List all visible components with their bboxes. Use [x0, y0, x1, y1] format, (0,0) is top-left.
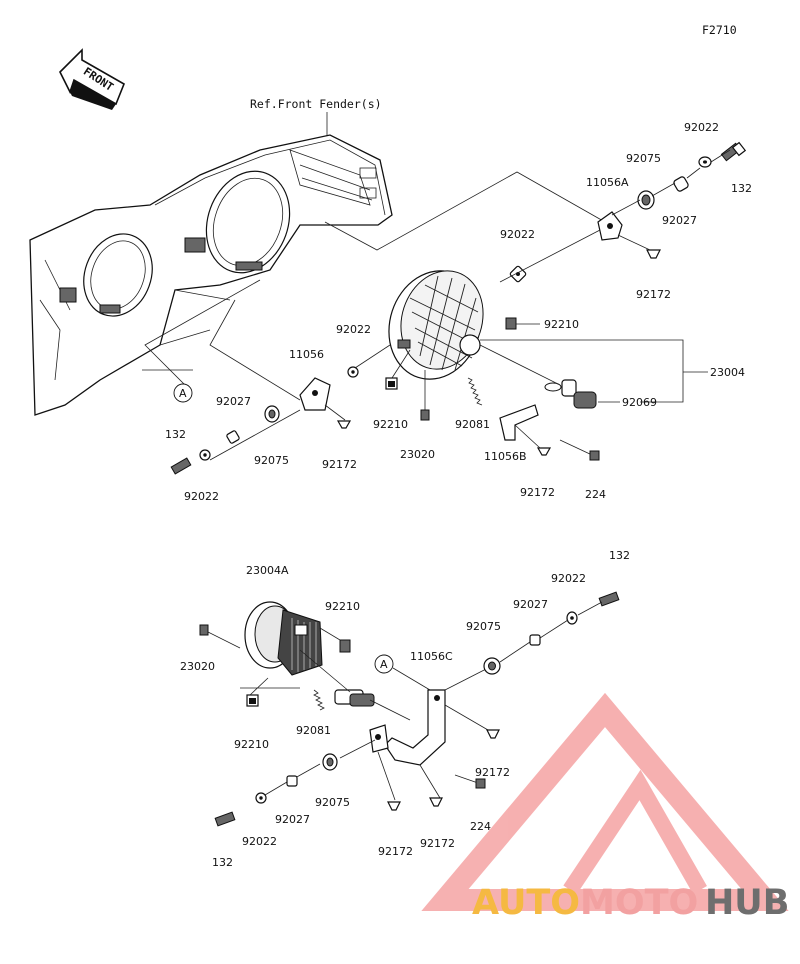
- screw-92172-left-upper: [336, 420, 352, 429]
- screw-92172-upper-right: [646, 249, 661, 259]
- nut-92210-lower-top: [339, 639, 351, 653]
- callout-a-upper-label: A: [179, 387, 187, 400]
- washer-92022-lower-left: [255, 792, 267, 804]
- bolt-224-upper: [559, 439, 600, 461]
- collar-92027-upper-right: [673, 176, 689, 192]
- label-92069: 92069: [622, 396, 657, 409]
- label-92075: 92075: [254, 454, 289, 467]
- adjuster-23020: [420, 409, 430, 421]
- label-132: 132: [165, 428, 186, 441]
- label-23020: 23020: [400, 448, 435, 461]
- label-92172: 92172: [636, 288, 671, 301]
- label-11056B: 11056B: [484, 450, 527, 463]
- label-132: 132: [609, 549, 630, 562]
- callout-a-lower-label: A: [380, 658, 388, 671]
- headlight-bezel-right: [205, 170, 291, 274]
- screw-92172-lower-l: [387, 801, 401, 811]
- bracket-11056B: [499, 404, 539, 441]
- label-92075: 92075: [626, 152, 661, 165]
- automotohub-watermark-logo: [421, 692, 789, 911]
- label-92027: 92027: [662, 214, 697, 227]
- label-92022: 92022: [184, 490, 219, 503]
- screw-92172-upper-b: [536, 447, 552, 456]
- bracket-11056C: [369, 689, 446, 766]
- label-92210: 92210: [544, 318, 579, 331]
- label-92172: 92172: [378, 845, 413, 858]
- connector-lower: [334, 689, 375, 707]
- label-92172: 92172: [475, 766, 510, 779]
- label-92022: 92022: [684, 121, 719, 134]
- label-92022: 92022: [500, 228, 535, 241]
- label-92210: 92210: [234, 738, 269, 751]
- spring-92081-upper: [467, 377, 483, 406]
- label-132: 132: [212, 856, 233, 869]
- label-92172: 92172: [322, 458, 357, 471]
- label-23004A: 23004A: [246, 564, 289, 577]
- label-92027: 92027: [216, 395, 251, 408]
- callout-a-lower: A: [374, 654, 431, 691]
- label-224: 224: [585, 488, 606, 501]
- callout-a-upper: A: [142, 369, 193, 403]
- figure-code: F2710: [702, 23, 737, 37]
- washer-92022-bl-upper: [199, 449, 211, 461]
- ref-front-fender-label: Ref.Front Fender(s): [250, 97, 382, 111]
- label-92210: 92210: [373, 418, 408, 431]
- headlight-bezel-left: [83, 233, 153, 317]
- bolt-132-lower-left: [214, 811, 236, 827]
- label-92075: 92075: [466, 620, 501, 633]
- bracket-11056: [299, 377, 331, 411]
- upper-part-labels: 92022 92075 11056A 132 92027 92022 92172…: [165, 121, 752, 503]
- bolt-132-upper-right: [720, 141, 747, 162]
- screw-92172-lower-r: [486, 729, 500, 739]
- label-92022: 92022: [551, 572, 586, 585]
- bolt-132-upper-left: [170, 457, 192, 475]
- label-92022: 92022: [336, 323, 371, 336]
- lower-part-labels: 23004A 92210 23020 92210 92081 132 92022…: [180, 549, 630, 869]
- label-92081: 92081: [455, 418, 490, 431]
- label-132: 132: [731, 182, 752, 195]
- grommet-92075-lower-left: [322, 753, 338, 771]
- spring-92081-lower: [313, 689, 325, 711]
- headlight-unit-23004A: [244, 601, 323, 676]
- label-23004: 23004: [710, 366, 745, 379]
- front-arrow-icon: FRONT: [59, 48, 126, 110]
- label-92081: 92081: [296, 724, 331, 737]
- label-11056A: 11056A: [586, 176, 629, 189]
- bolt-224-lower: [454, 774, 486, 789]
- label-92210: 92210: [325, 600, 360, 613]
- collar-92027-left-upper: [226, 430, 240, 444]
- nut-92210-upper-right: [505, 317, 517, 330]
- automotohub-watermark-text: AUTO MOTO HUB: [472, 883, 789, 923]
- headlight-unit-23004: [388, 270, 484, 380]
- collar-92027-lower-right: [529, 634, 541, 646]
- label-11056: 11056: [289, 348, 324, 361]
- washer-92022-mid: [509, 265, 527, 283]
- label-92027: 92027: [513, 598, 548, 611]
- screw-92172-lower-m: [429, 797, 443, 807]
- label-23020: 23020: [180, 660, 215, 673]
- label-224: 224: [470, 820, 491, 833]
- label-11056C: 11056C: [410, 650, 453, 663]
- grommet-92075-left-upper: [264, 405, 280, 423]
- label-92022: 92022: [242, 835, 277, 848]
- bolt-132-lower-right: [598, 591, 620, 607]
- grommet-92075-lower-right: [483, 657, 501, 675]
- watermark-moto: MOTO: [580, 883, 698, 923]
- bulb-92069: [544, 379, 597, 409]
- bracket-11056A: [597, 211, 623, 241]
- label-92172: 92172: [420, 837, 455, 850]
- label-92027: 92027: [275, 813, 310, 826]
- washer-92022-lower-right: [566, 611, 578, 625]
- grommet-92075-upper-right: [637, 190, 655, 210]
- watermark-hub: HUB: [705, 883, 789, 923]
- label-92075: 92075: [315, 796, 350, 809]
- label-92172: 92172: [520, 486, 555, 499]
- collar-92027-lower-left: [286, 775, 298, 787]
- adjuster-23020-lower: [199, 624, 209, 636]
- washer-92022-left-upper: [347, 366, 359, 378]
- front-fairing-cowl: [29, 134, 393, 416]
- watermark-auto: AUTO: [472, 883, 580, 923]
